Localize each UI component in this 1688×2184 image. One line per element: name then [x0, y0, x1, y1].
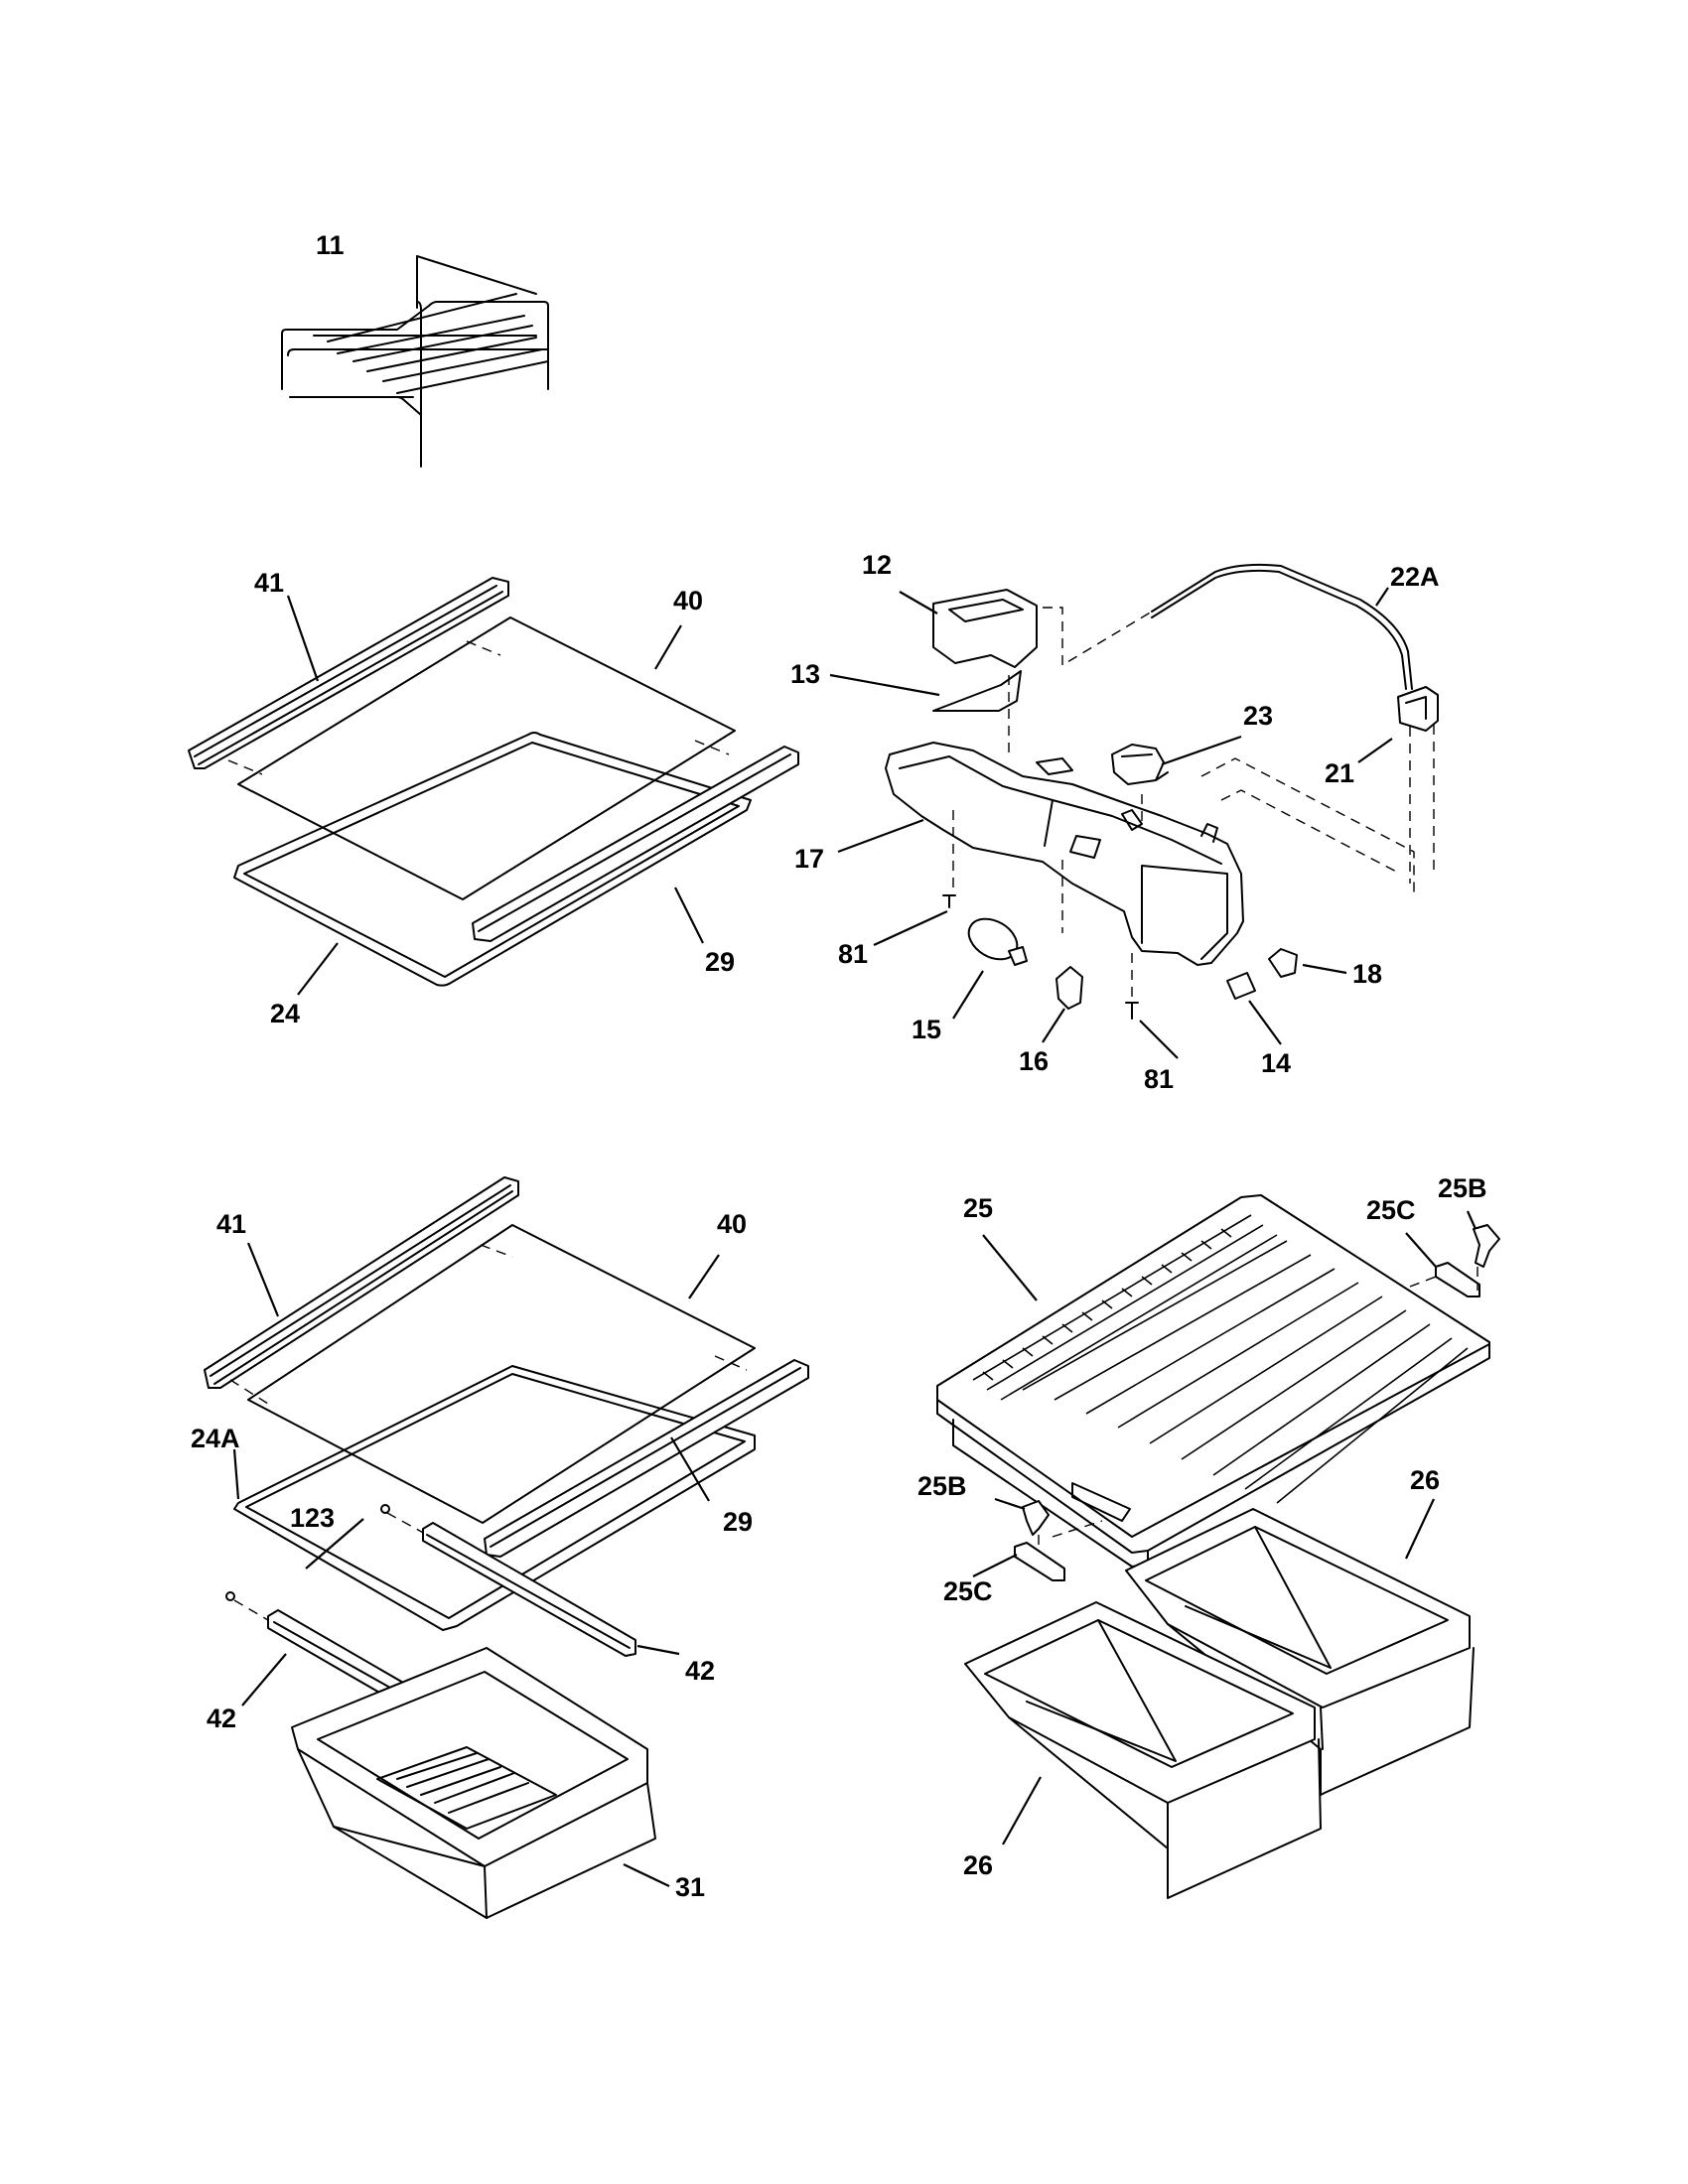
callout-25c-bottom: 25C — [943, 1576, 993, 1606]
shelf-frame-24a — [233, 1365, 756, 1631]
crisper-bin-26-right — [1125, 1508, 1475, 1796]
callout-29-upper: 29 — [705, 947, 735, 977]
front-trim-41a — [188, 577, 509, 769]
callout-42-left: 42 — [207, 1704, 236, 1733]
bulb-socket-16 — [1055, 966, 1083, 1010]
callout-17: 17 — [794, 844, 824, 874]
screw-81b — [1125, 1002, 1139, 1020]
callout-25b-bottom: 25B — [917, 1471, 967, 1501]
shelf-assembly-b — [204, 1176, 809, 1919]
wire-harness-22a — [1151, 563, 1413, 690]
screw-123b — [225, 1591, 235, 1601]
callout-31: 31 — [675, 1872, 705, 1902]
callout-11: 11 — [316, 230, 345, 260]
callout-13: 13 — [790, 659, 820, 689]
switch-23 — [1111, 744, 1165, 785]
callout-25c-top: 25C — [1366, 1195, 1416, 1225]
light-assembly — [829, 563, 1439, 1059]
socket-21 — [1397, 686, 1439, 732]
crisper-assembly — [936, 1194, 1500, 1899]
callout-29-lower: 29 — [723, 1507, 753, 1537]
knob-18 — [1268, 948, 1298, 978]
crisper-cover-25 — [936, 1194, 1490, 1568]
callout-42-right: 42 — [685, 1656, 715, 1686]
screw-123a — [380, 1504, 390, 1514]
callout-41-lower: 41 — [216, 1209, 246, 1239]
shelf-frame-24 — [233, 732, 752, 987]
slide-rail-42a — [422, 1522, 636, 1657]
callout-81-right: 81 — [1144, 1064, 1174, 1094]
wire-rack — [281, 255, 549, 468]
callout-labels: 11 41 40 29 24 12 22A 13 23 21 17 81 18 … — [191, 230, 1487, 1902]
light-housing-17 — [885, 742, 1244, 966]
callout-25: 25 — [963, 1193, 993, 1223]
callout-24a: 24A — [191, 1424, 240, 1453]
switch-14 — [1226, 972, 1256, 1000]
callout-22a: 22A — [1390, 562, 1440, 592]
drawer-31 — [291, 1647, 656, 1919]
glass-shelf-40a — [237, 616, 736, 900]
callout-81-left: 81 — [838, 939, 868, 969]
callout-14: 14 — [1261, 1048, 1291, 1078]
callout-16: 16 — [1019, 1046, 1049, 1076]
callout-15: 15 — [912, 1015, 941, 1044]
crisper-bin-26-left — [964, 1601, 1322, 1899]
callout-40-upper: 40 — [673, 586, 703, 615]
callout-23: 23 — [1243, 701, 1273, 731]
callout-123: 123 — [290, 1503, 335, 1533]
clip-25b-top — [1473, 1224, 1500, 1268]
glass-shelf-40b — [247, 1224, 756, 1524]
clip-25b-bottom — [1022, 1500, 1050, 1536]
screw-81a — [942, 894, 956, 908]
shelf-assembly-a — [188, 577, 799, 996]
bracket-25c-bottom — [1014, 1542, 1065, 1581]
callout-24: 24 — [270, 999, 300, 1028]
callout-41-upper: 41 — [254, 568, 284, 598]
callout-12: 12 — [862, 550, 892, 580]
callout-21: 21 — [1325, 758, 1354, 788]
callout-26-left: 26 — [963, 1850, 993, 1880]
bulb-15 — [967, 917, 1028, 966]
diffuser-13 — [932, 670, 1022, 712]
callout-18: 18 — [1352, 959, 1382, 989]
callout-26-right: 26 — [1410, 1465, 1440, 1495]
callout-40-lower: 40 — [717, 1209, 747, 1239]
light-shield-12 — [932, 589, 1038, 668]
bracket-25c-top — [1435, 1262, 1480, 1297]
callout-25b-top: 25B — [1438, 1173, 1487, 1203]
